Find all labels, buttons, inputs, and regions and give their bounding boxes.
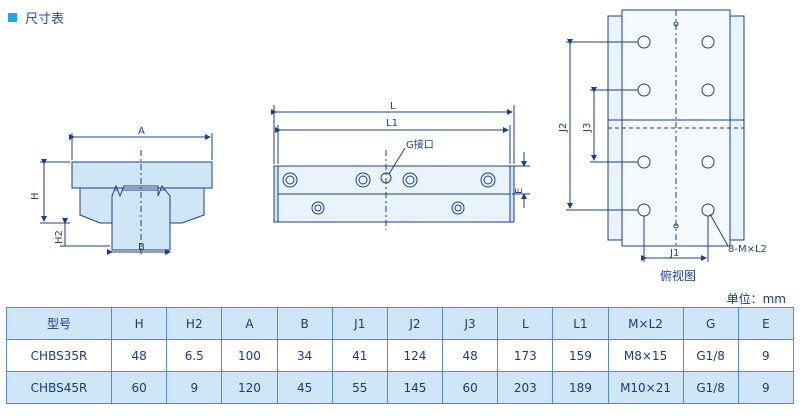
top-view [566,9,745,262]
col-header: B [276,307,333,340]
dim-label-H: H [30,192,41,200]
dim-label-J3: J3 [582,123,593,133]
col-header: J1 [331,307,388,340]
dim-label-H2: H2 [54,230,65,244]
table-cell: M8×15 [607,339,684,372]
col-header: E [737,307,795,340]
col-header: L [497,307,554,340]
table-cell: 124 [386,339,444,372]
col-header: 型号 [6,307,112,340]
g-port-label: G接口 [406,138,434,151]
table-cell: 41 [331,339,388,372]
dimension-table: 型号 H H2 A B J1 J2 J3 L L1 M×L2 G E CHBS3… [6,307,795,404]
col-header: J2 [386,307,444,340]
dim-label-B: B [138,242,145,253]
unit-label: 单位：mm [726,292,786,306]
hole-spec-label: 8-M×L2 [728,244,767,255]
table-cell: 9 [737,339,795,372]
table-cell: 100 [221,339,278,372]
table-cell: 55 [331,371,388,404]
dim-label-E: E [514,188,525,194]
col-header: H [110,307,168,340]
table-cell: 145 [386,371,444,404]
dim-label-L1: L1 [386,118,398,129]
table-row: CHBS35R 48 6.5 100 34 41 124 48 173 159 … [6,339,795,372]
col-header: J3 [442,307,499,340]
dim-label-A: A [138,126,145,137]
table-cell: G1/8 [682,339,739,372]
table-cell: 203 [497,371,554,404]
table-cell: 60 [110,371,168,404]
col-header: L1 [552,307,609,340]
table-cell: 45 [276,371,333,404]
front-view [40,133,213,255]
table-header-row: 型号 H H2 A B J1 J2 J3 L L1 M×L2 G E [6,307,795,340]
table-row: CHBS45R 60 9 120 45 55 145 60 203 189 M1… [6,371,795,404]
side-view [271,105,530,230]
table-cell: 6.5 [166,339,223,372]
table-cell: M10×21 [607,371,684,404]
col-header: M×L2 [607,307,684,340]
section-title: 尺寸表 [25,12,65,27]
col-header: H2 [166,307,223,340]
table-cell: 173 [497,339,554,372]
technical-drawing: A B H H2 L L1 G接口 E [30,9,767,283]
table-cell: 48 [110,339,168,372]
table-cell: 159 [552,339,609,372]
square-bullet-icon [8,13,17,22]
table-cell: 48 [442,339,499,372]
table-cell: CHBS35R [6,339,112,372]
table-cell: CHBS45R [6,371,112,404]
table-cell: G1/8 [682,371,739,404]
table-cell: 34 [276,339,333,372]
dim-label-L: L [390,101,396,112]
table-cell: 9 [737,371,795,404]
table-cell: 120 [221,371,278,404]
top-view-caption: 俯视图 [660,268,696,283]
table-cell: 9 [166,371,223,404]
table-cell: 189 [552,371,609,404]
dim-label-J1: J1 [669,248,679,259]
col-header: G [682,307,739,340]
section-header: 尺寸表 [8,8,64,27]
table-cell: 60 [442,371,499,404]
col-header: A [221,307,278,340]
dim-label-J2: J2 [558,123,569,133]
